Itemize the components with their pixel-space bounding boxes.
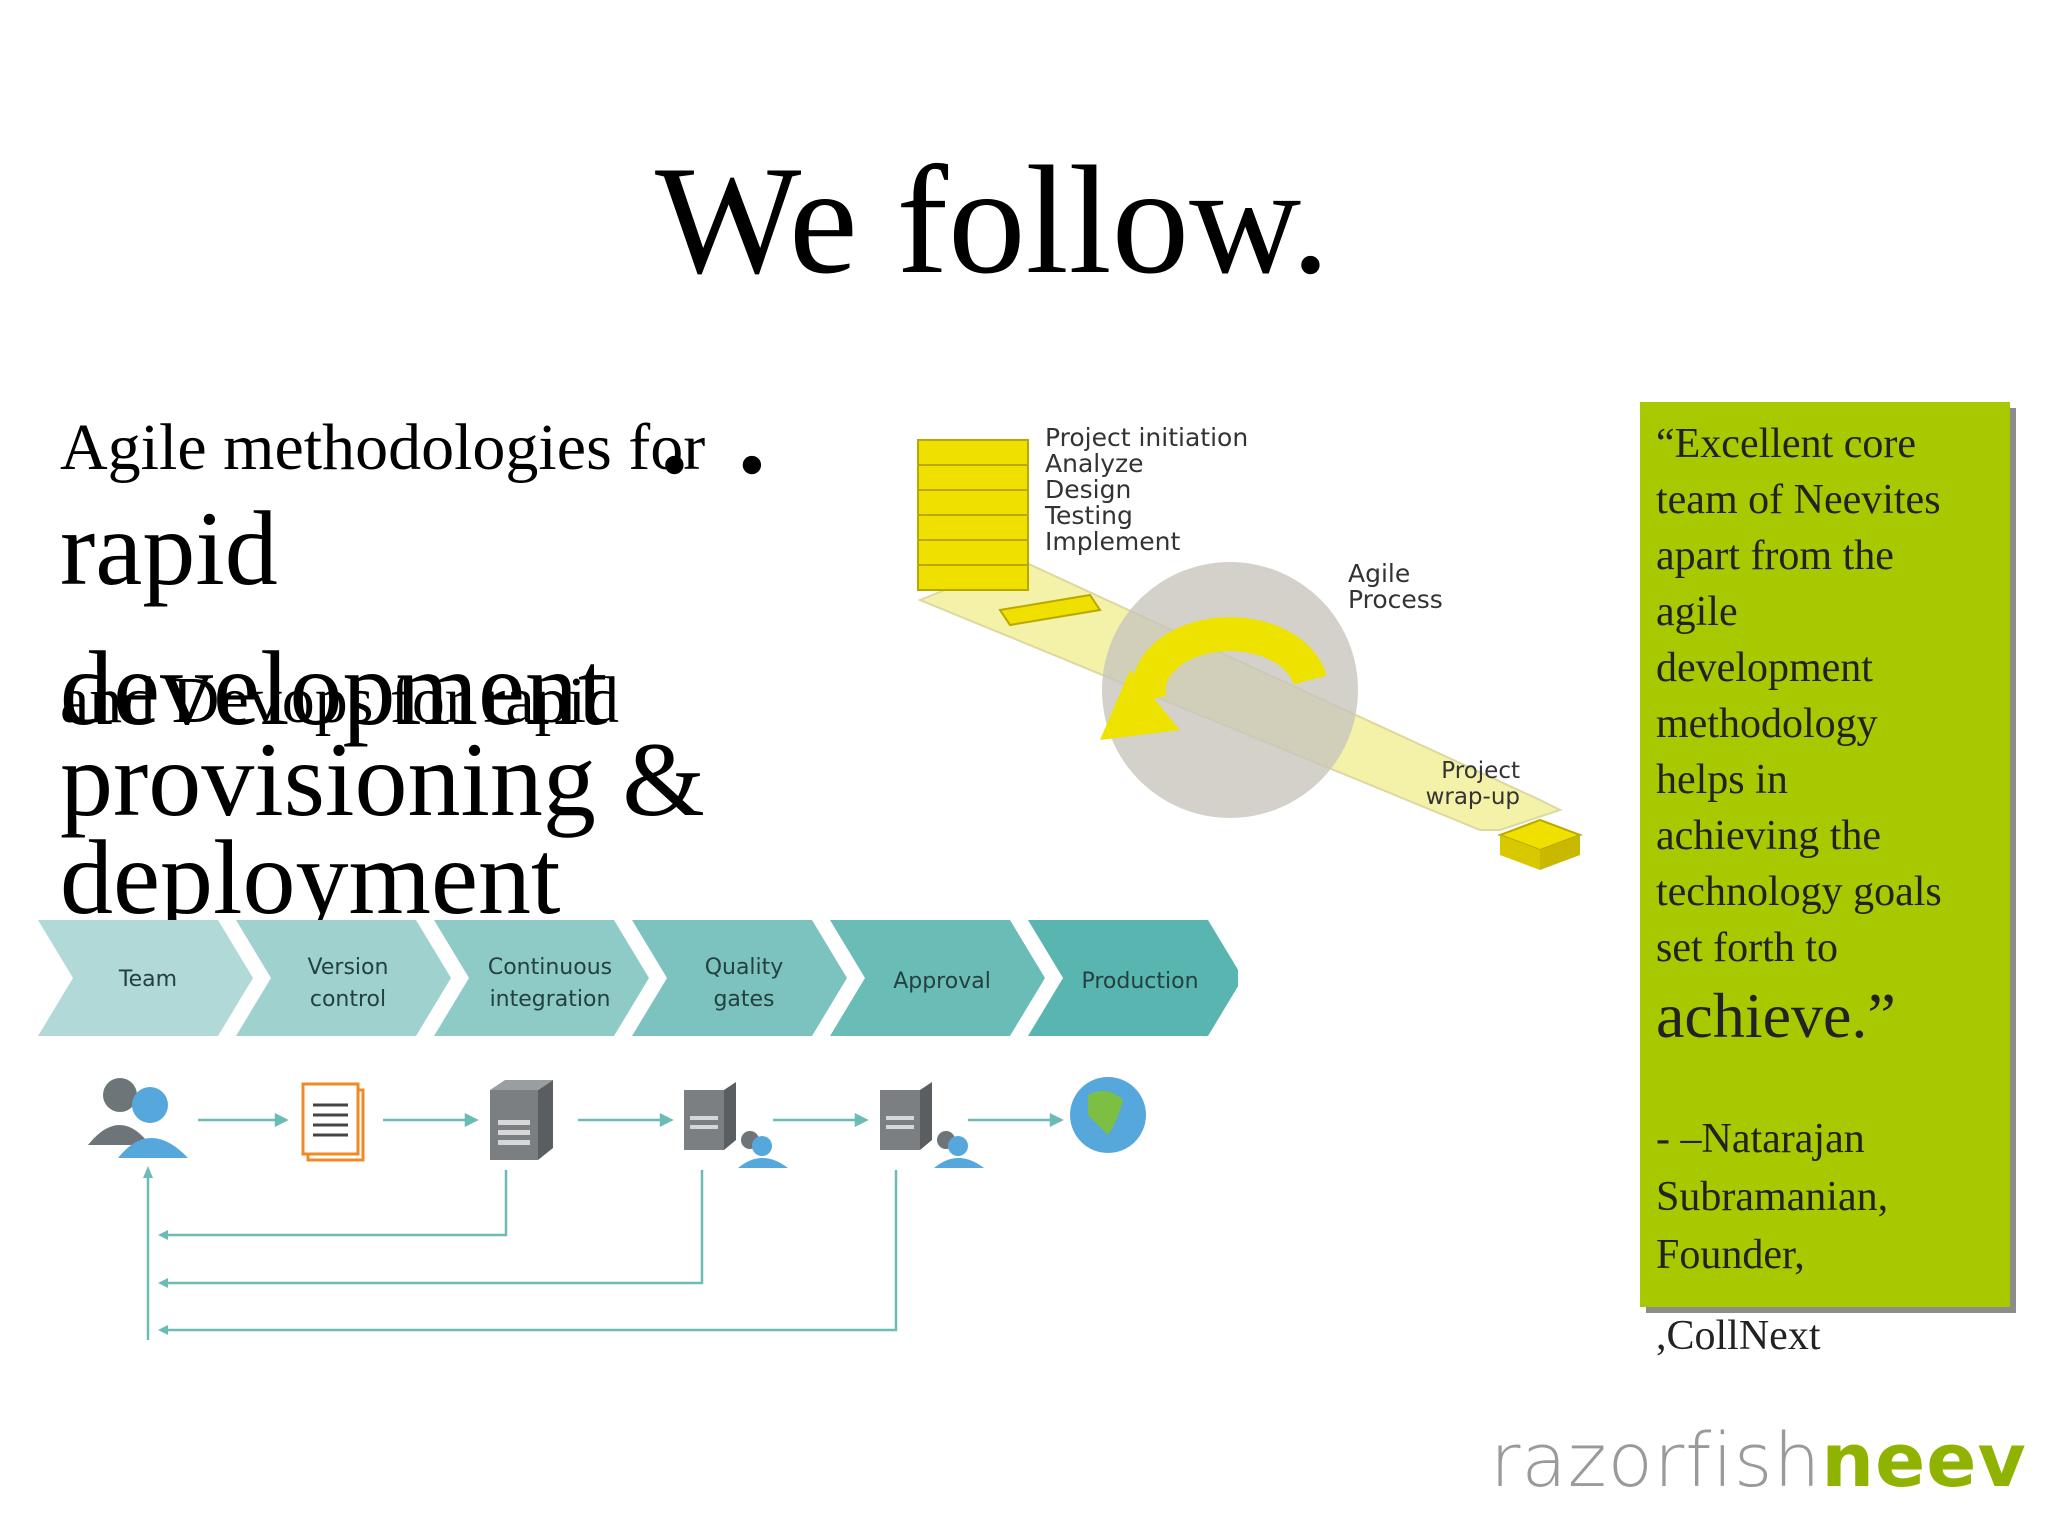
server-people-icon xyxy=(880,1082,984,1168)
agile-process-label: Agile xyxy=(1348,559,1410,588)
stacked-blocks-icon xyxy=(917,439,1102,627)
razorfishneev-logo: razorfishneev xyxy=(1490,1418,2027,1504)
quote-box: “Excellent core team of Neevites apart f… xyxy=(1640,402,2010,1307)
chevron-production xyxy=(1028,920,1238,1036)
cycle-arrow-icon xyxy=(1131,617,1327,705)
logo-part-1: razorfish xyxy=(1490,1418,1822,1504)
people-icon xyxy=(88,1078,188,1158)
quote-line: achieving the xyxy=(1656,813,1882,859)
stage-label: Project initiation xyxy=(1045,423,1248,452)
chevron-team xyxy=(38,920,253,1036)
chevron-version-control xyxy=(236,920,451,1036)
chevron-approval xyxy=(830,920,1045,1036)
quote-company: ,CollNext xyxy=(1656,1313,1821,1359)
chevron-label: Production xyxy=(1081,969,1198,994)
agile-process-label: Process xyxy=(1348,585,1443,614)
quote-line: apart from the xyxy=(1656,533,1894,579)
attribution-line: - –Natarajan xyxy=(1656,1116,1865,1162)
body-text: Agile methodologies for rapid developmen… xyxy=(60,411,800,936)
chevron-label: Quality xyxy=(705,955,784,980)
stage-label: Design xyxy=(1045,475,1131,504)
agile-process-diagram: Project initiation Analyze Design Testin… xyxy=(917,423,1583,870)
wrap-up-label: wrap-up xyxy=(1426,784,1520,810)
stage-label: Implement xyxy=(1045,527,1181,556)
forward-arrows xyxy=(198,1112,1064,1128)
end-block-icon xyxy=(1497,818,1583,870)
feedback-arrowheads xyxy=(143,1166,168,1335)
quote-line: set forth to xyxy=(1656,925,1838,971)
chevron-label: gates xyxy=(713,987,774,1012)
slide-title: We follow. . . xyxy=(655,134,1330,506)
body-line-3: and Devops for rapid xyxy=(60,663,620,737)
cycle-arrowhead-icon xyxy=(1100,670,1180,740)
devops-pipeline: Team Version control Continuous integrat… xyxy=(38,920,1238,1340)
server-icon xyxy=(490,1080,553,1160)
quote-line: technology goals xyxy=(1656,869,1942,915)
chevron-quality-gates xyxy=(632,920,847,1036)
quote-line: methodology xyxy=(1656,701,1878,747)
logo-part-2: neev xyxy=(1821,1418,2027,1504)
quote-text: “Excellent core team of Neevites apart f… xyxy=(1656,416,2006,1056)
chevron-label: Continuous xyxy=(488,955,612,980)
chevron-label: Approval xyxy=(893,969,991,994)
stage-label: Analyze xyxy=(1045,449,1144,478)
chevron-label: Team xyxy=(118,967,177,992)
globe-icon xyxy=(1070,1077,1146,1153)
quote-line: development xyxy=(1656,645,1873,691)
quote-attribution: - –Natarajan Subramanian, Founder, xyxy=(1656,1110,2006,1284)
server-people-icon xyxy=(684,1082,788,1168)
quote-line: team of Neevites xyxy=(1656,477,1941,523)
quote-line: helps in xyxy=(1656,757,1788,803)
chevron-label: integration xyxy=(490,987,611,1012)
attribution-line: Subramanian, xyxy=(1656,1174,1889,1220)
body-line-2: rapid development xyxy=(60,489,608,747)
quote-line: “Excellent core xyxy=(1656,421,1916,467)
body-line-4: provisioning & deployment xyxy=(60,721,705,936)
attribution-line: Founder, xyxy=(1656,1232,1805,1278)
wrap-up-label: Project xyxy=(1441,758,1520,784)
chevron-label: Version xyxy=(308,955,389,980)
quote-line: agile xyxy=(1656,589,1738,635)
chevron-label: control xyxy=(310,987,386,1012)
document-icon xyxy=(301,1082,365,1162)
body-line-1: Agile methodologies for xyxy=(60,411,706,484)
chevron-continuous-integration xyxy=(434,920,649,1036)
stage-label: Testing xyxy=(1044,501,1133,530)
feedback-loops xyxy=(146,1170,898,1340)
process-circle xyxy=(1102,562,1358,818)
quote-last-word: achieve.” xyxy=(1656,980,1896,1051)
